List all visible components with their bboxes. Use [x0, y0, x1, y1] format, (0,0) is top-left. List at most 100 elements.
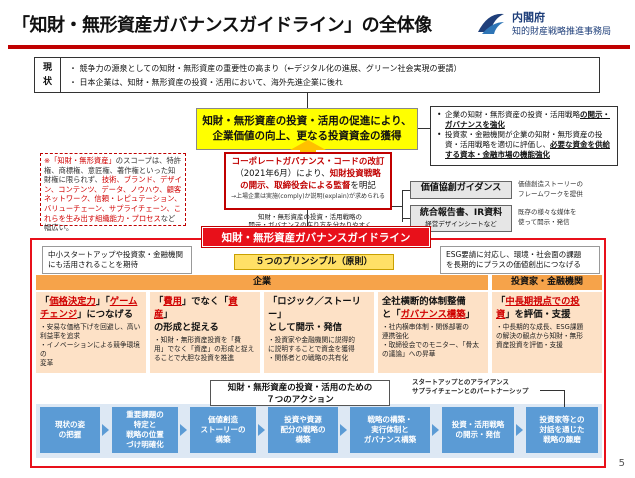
action-4-investment-strategy: 投資や資源配分の戦略の構築	[268, 407, 338, 453]
sme-startup-bubble: 中小スタートアップや投資家・金融機関 にも活用されることを期待	[42, 246, 192, 274]
cg-guideline-connector	[307, 210, 308, 227]
alliance-note: スタートアップとのアライアンス サプライチェーンとのパートナーシップ	[412, 378, 556, 402]
guidance-note-line-1: 価値創造ストーリーの	[518, 180, 583, 188]
action-6-disclosure: 投資・活用戦略の開示・発信	[442, 407, 514, 453]
esg-bubble-line-1: ESG要請に対応し、環境・社会面の課題	[446, 250, 582, 259]
org-subname: 知的財産戦略推進事務局	[512, 27, 612, 37]
note-item-2-emphasis: 必要な資金を供給する資本・金融市場の機能強化	[445, 140, 610, 159]
principle-4-body: ・社内横串体制・関係部署の 連携強化 ・取締役会でのモニター、「骨太 の議論」へ…	[382, 323, 479, 358]
principle-3-head-2: として開示・発信	[268, 322, 343, 333]
company-band: 企業	[36, 275, 488, 290]
cabinet-office-logo-icon	[478, 13, 504, 34]
note-item-1-text: 企業の知財・無形資産の投資・活用戦略	[445, 110, 580, 119]
note-item-market: 投資家・金融機関が企業の知財・無形資産の投資・活用戦略を適切に評価し、必要な資金…	[437, 130, 613, 160]
principle-5-body: ・中長期的な成長、ESG課題 の解決の観点から知財・無形 資産投資を評価・支援	[496, 323, 584, 349]
scope-note-label: ※「知財・無形資産」	[44, 156, 116, 165]
action-2-key-issues: 重要課題の特定と戦略の位置づけ明確化	[112, 407, 178, 453]
esg-bubble-line-2: を長期的にプラスの価値創出につなげる	[446, 260, 581, 269]
seven-actions-title: 知財・無形資産の投資・活用のための ７つのアクション	[210, 380, 390, 406]
alliance-connector-down	[564, 390, 565, 407]
sme-bubble-line-1: 中小スタートアップや投資家・金融機関	[48, 250, 183, 259]
scope-note-examples: 技術、ブランド、デザイン、コンテンツ、データ、ノウハウ、顧客ネットワーク、信頼・…	[44, 175, 182, 223]
note-item-1-emphasis: の開示・ガバナンスを強化	[445, 110, 610, 129]
action-arrow-icon	[102, 424, 109, 436]
action-7-dialogue: 投資家等との対話を通じた戦略の錬磨	[526, 407, 598, 453]
action-5-governance: 戦略の構築・実行体制とガバナンス構築	[350, 407, 430, 453]
principle-cost-as-asset: 「費用」でなく「資産」 の形成と捉える ・知財・無形資産投資を「費 用」でなく「…	[150, 292, 260, 373]
note-item-2-text: 投資家・金融機関が企業の知財・無形資産の投資・活用戦略を適切に評価し、	[445, 130, 603, 149]
side-bracket-link	[392, 206, 402, 207]
cg-code-revision-box: コーポレートガバナンス・コードの改訂 （2021年6月）により、知財投資戦略 の…	[224, 152, 392, 210]
sme-bubble-line-2: にも活用されることを期待	[48, 260, 138, 269]
principle-governance: 全社横断的体制整備 と「ガバナンス構築」 ・社内横串体制・関係部署の 連携強化 …	[378, 292, 488, 373]
action-1-current-state: 現状の姿の把握	[40, 407, 100, 453]
principle-2-head-1: 「費用」でなく「資産」	[154, 296, 238, 320]
principle-long-term-investment: 「中長期視点での投 資」を評価・支援 ・中長期的な成長、ESG課題 の解決の観点…	[492, 292, 602, 373]
scope-note-text-2: など幅広い。	[44, 213, 176, 233]
goal-up-arrow-icon	[290, 140, 326, 154]
scope-note-text-1: のスコープは、特許権、商標権、意匠権、著作権といった知財権に限られず、	[44, 156, 182, 185]
principle-1-head-1: 「価格決定力」「ゲーム	[40, 296, 138, 307]
actions-title-line-2: ７つのアクション	[266, 395, 334, 405]
alliance-connector	[540, 390, 564, 391]
principle-logic-story: 「ロジック／ストーリー」 として開示・発信 ・投資家や金融機関に説得的 に説明す…	[264, 292, 374, 373]
alliance-line-1: スタートアップとのアライアンス	[412, 378, 510, 386]
cg-line-1: コーポレートガバナンス・コードの改訂	[231, 157, 385, 167]
action-3-value-story: 価値創造ストーリーの構築	[190, 407, 256, 453]
esg-bubble: ESG要請に対応し、環境・社会面の課題 を長期的にプラスの価値創出につなげる	[440, 246, 600, 274]
cg-line-3-emphasis: の開示、取締役会による監督	[240, 181, 351, 191]
action-arrow-icon	[516, 424, 523, 436]
market-function-note: 企業の知財・無形資産の投資・活用戦略の開示・ガバナンスを強化 投資家・金融機関が…	[430, 106, 618, 166]
current-status-box: 現 状 ・ 競争力の源泉としての知財・無形資産の重要性の高まり（←デジタル化の進…	[34, 57, 600, 93]
media-note-line-2: 使って開示・発信	[518, 218, 570, 226]
integrated-report-label: 統合報告書、IR資料	[419, 208, 503, 218]
action-arrow-icon	[432, 424, 439, 436]
status-label: 現 状	[35, 58, 61, 92]
principle-4-head-2: と「ガバナンス構築」	[382, 309, 475, 320]
side-bracket-top	[402, 190, 410, 191]
page-title: 「知財・無形資産ガバナンスガイドライン」の全体像	[12, 15, 432, 36]
investor-band: 投資家・金融機関	[492, 275, 602, 290]
management-design-sheet-label: 経営デザインシートなど	[425, 220, 497, 228]
principle-1-body: ・安易な価格下げを回避し、高い 利益率を追求 ・イノベーションによる競争環境の …	[40, 323, 141, 367]
title-divider	[8, 45, 630, 49]
note-item-disclosure: 企業の知財・無形資産の投資・活用戦略の開示・ガバナンスを強化	[437, 110, 613, 130]
ip-scope-note: ※「知財・無形資産」のスコープは、特許権、商標権、意匠権、著作権といった知財権に…	[40, 153, 186, 232]
principle-3-head-1: 「ロジック／ストーリー」	[268, 296, 361, 320]
principle-5-head-2: 資」を評価・支援	[496, 309, 571, 320]
cg-line-2-emphasis: 知財投資戦略	[329, 169, 381, 179]
cg-note-line-1: 知財・無形資産の投資・活用戦略の	[258, 213, 362, 221]
action-arrow-icon	[340, 424, 347, 436]
cg-comply-explain-note: →上場企業は実施(comply)か説明(explain)が求められる	[231, 193, 385, 200]
action-arrow-icon	[180, 424, 187, 436]
page-number: 5	[618, 458, 625, 469]
alliance-line-2: サプライチェーンとのパートナーシップ	[412, 387, 529, 395]
goal-note-connector	[418, 128, 430, 129]
principle-4-head-1: 全社横断的体制整備	[382, 296, 466, 307]
media-note-line-1: 既存の様々な媒体を	[518, 208, 577, 216]
integrated-report-box: 統合報告書、IR資料 経営デザインシートなど	[410, 205, 512, 232]
five-principles-title: ５つのプリンシプル（原則）	[234, 254, 394, 270]
status-line-2: ・ 日本企業は、知財・無形資産の投資・活用において、海外先進企業に後れ	[69, 78, 343, 87]
status-label-2: 状	[42, 77, 52, 87]
guideline-title: 知財・無形資産ガバナンスガイドライン	[202, 227, 430, 247]
status-goal-connector	[307, 93, 308, 108]
guidance-note-line-2: フレームワークを提供	[518, 190, 583, 198]
actions-title-line-1: 知財・無形資産の投資・活用のための	[227, 383, 373, 393]
cg-line-3: の開示、取締役会による監督を明記	[226, 180, 390, 192]
principle-2-body: ・知財・無形資産投資を「費 用」でなく「資産」の形成と捉え ることで大胆な投資を…	[154, 336, 255, 362]
goal-line-1: 知財・無形資産の投資・活用の促進により、	[202, 115, 412, 127]
principle-2-head-2: の形成と捉える	[154, 322, 219, 333]
status-line-1: ・ 競争力の源泉としての知財・無形資産の重要性の高まり（←デジタル化の進展、グリ…	[69, 64, 462, 73]
side-bracket	[402, 190, 403, 222]
status-label-1: 現	[42, 63, 52, 73]
cg-line-2: （2021年6月）により、知財投資戦略	[226, 168, 390, 180]
principle-3-body: ・投資家や金融機関に説得的 に説明することで資金を獲得 ・関係者との戦略の共有化	[268, 336, 355, 362]
side-bracket-bottom	[402, 218, 410, 219]
org-name: 内閣府	[512, 11, 545, 24]
cg-line-3-text: を明記	[350, 181, 376, 191]
goal-line-2: 企業価値の向上、更なる投資資金の獲得	[212, 130, 402, 142]
cg-line-2-text: （2021年6月）により、	[235, 169, 330, 179]
principle-1-head-2: チェンジ」につなげる	[40, 309, 133, 320]
principle-5-head-1: 「中長期視点での投	[496, 296, 580, 307]
